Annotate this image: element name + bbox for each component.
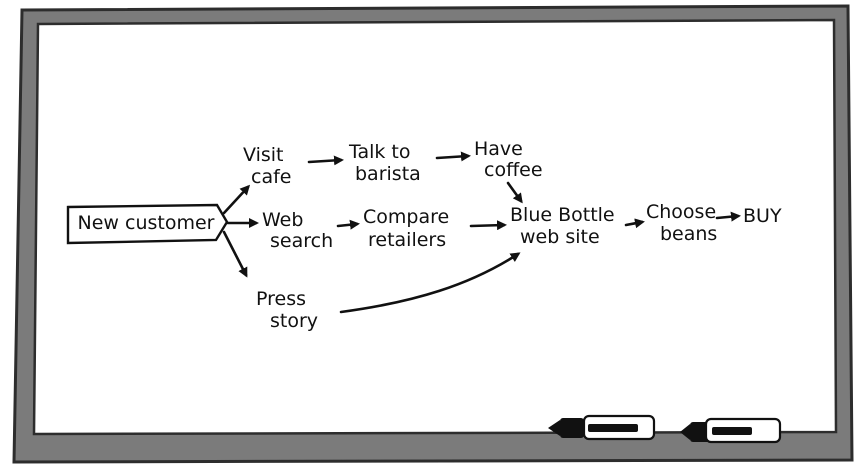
marker-right-tip xyxy=(680,424,690,440)
talk-to-barista-line2: barista xyxy=(355,163,421,185)
arrow-start-to-press-story xyxy=(222,230,248,278)
visit-cafe-line2: cafe xyxy=(251,166,291,188)
marker-left-cap-band xyxy=(560,418,584,438)
node-talk-to-barista: Talk to barista xyxy=(348,141,421,185)
arrow-blue-bottle-to-choose-beans xyxy=(624,218,645,229)
press-story-line2: story xyxy=(270,310,318,332)
node-choose-beans: Choose beans xyxy=(646,201,717,245)
press-story-line1: Press xyxy=(256,288,306,310)
blue-bottle-line1: Blue Bottle xyxy=(510,204,615,226)
have-coffee-line1: Have xyxy=(474,138,523,160)
blue-bottle-line2: web site xyxy=(520,226,600,248)
choose-beans-line2: beans xyxy=(660,223,717,245)
choose-beans-line1: Choose xyxy=(646,201,716,223)
node-compare-retailers: Compare retailers xyxy=(363,206,449,251)
start-node-shape xyxy=(66,203,229,245)
web-search-line1: Web xyxy=(262,209,303,231)
compare-retailers-line1: Compare xyxy=(363,206,449,228)
arrow-web-search-to-compare xyxy=(336,219,360,230)
marker-left-label xyxy=(588,424,638,432)
arrow-choose-beans-to-buy xyxy=(715,211,741,222)
arrow-press-story-to-blue-bottle xyxy=(339,252,521,314)
arrow-compare-to-blue-bottle xyxy=(469,220,507,231)
node-press-story: Press story xyxy=(256,288,318,332)
talk-to-barista-line1: Talk to xyxy=(348,141,411,163)
marker-right xyxy=(680,417,782,444)
marker-right-label xyxy=(712,427,752,435)
node-visit-cafe: Visit cafe xyxy=(243,144,291,188)
arrow-start-to-visit-cafe xyxy=(222,184,251,215)
arrow-visit-cafe-to-talk xyxy=(307,155,344,166)
board-surface xyxy=(32,18,838,436)
marker-left xyxy=(548,414,656,441)
node-blue-bottle-website: Blue Bottle web site xyxy=(510,204,615,248)
node-have-coffee: Have coffee xyxy=(474,138,543,181)
node-buy: BUY xyxy=(743,205,782,227)
arrow-talk-to-have-coffee xyxy=(435,151,471,162)
node-web-search: Web search xyxy=(262,209,333,252)
web-search-line2: search xyxy=(270,230,333,252)
node-new-customer: New customer xyxy=(66,203,229,245)
marker-left-tip xyxy=(548,420,560,436)
start-node-label: New customer xyxy=(78,212,215,234)
visit-cafe-line1: Visit xyxy=(243,144,284,166)
buy-label: BUY xyxy=(743,205,782,227)
compare-retailers-line2: retailers xyxy=(368,229,446,251)
arrow-have-coffee-to-blue-bottle xyxy=(506,181,523,204)
have-coffee-line2: coffee xyxy=(484,159,543,181)
